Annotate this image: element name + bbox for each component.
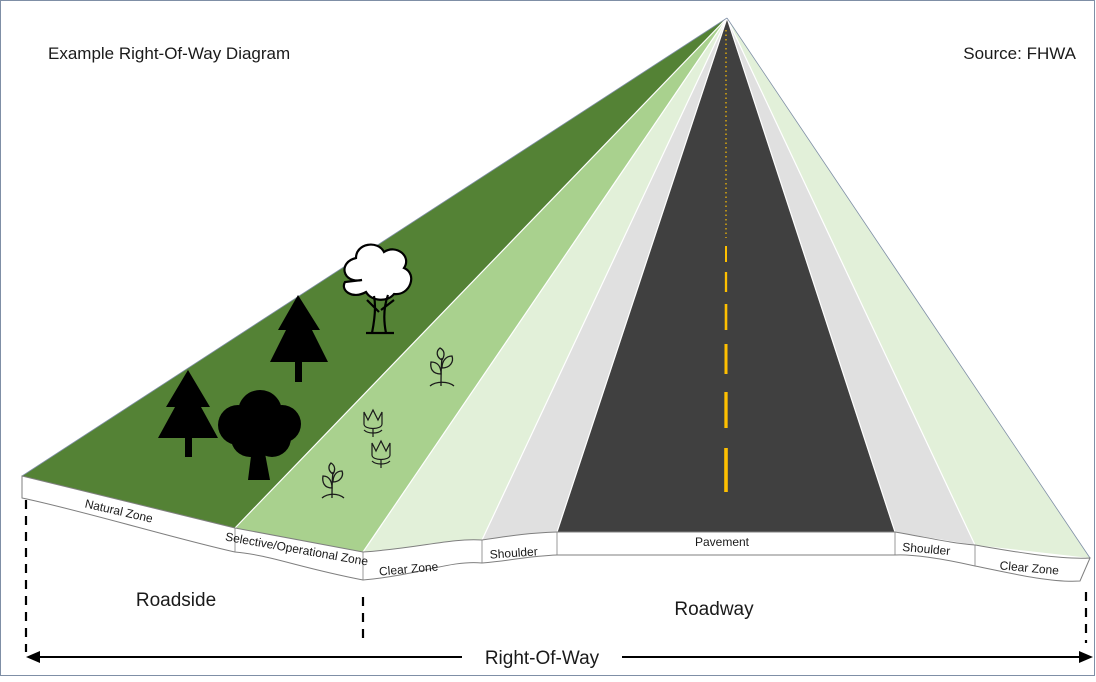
- pine-tree-icon: [270, 295, 328, 382]
- roadside-label: Roadside: [136, 590, 216, 611]
- shoulder-right-label: Shoulder: [902, 540, 951, 558]
- shoulder-left-label: Shoulder: [489, 544, 538, 561]
- pavement-label: Pavement: [695, 535, 750, 549]
- clear-zone-left-label: Clear Zone: [378, 559, 439, 578]
- boundary-dashes: [24, 500, 1088, 652]
- sprout-icon: [429, 347, 455, 387]
- deciduous-tree-icon: [218, 390, 301, 480]
- right-of-way-arrow: [26, 651, 1093, 663]
- sprout-icon: [321, 462, 345, 499]
- roadway-label: Roadway: [674, 599, 754, 620]
- selective-zone-area: [235, 18, 727, 552]
- clear-zone-right-label: Clear Zone: [999, 558, 1060, 577]
- right-of-way-label: Right-Of-Way: [485, 648, 600, 669]
- tulip-icon: [371, 439, 391, 468]
- tulip-icon: [363, 408, 383, 437]
- source-label: Source: FHWA: [963, 44, 1076, 63]
- diagram-title: Example Right-Of-Way Diagram: [48, 44, 290, 63]
- zone-separators: [234, 17, 976, 553]
- label-strip: [21, 475, 1091, 582]
- strip-dividers: [234, 528, 976, 580]
- pine-tree-icon: [158, 370, 218, 457]
- deciduous-tree-icon: [342, 243, 413, 335]
